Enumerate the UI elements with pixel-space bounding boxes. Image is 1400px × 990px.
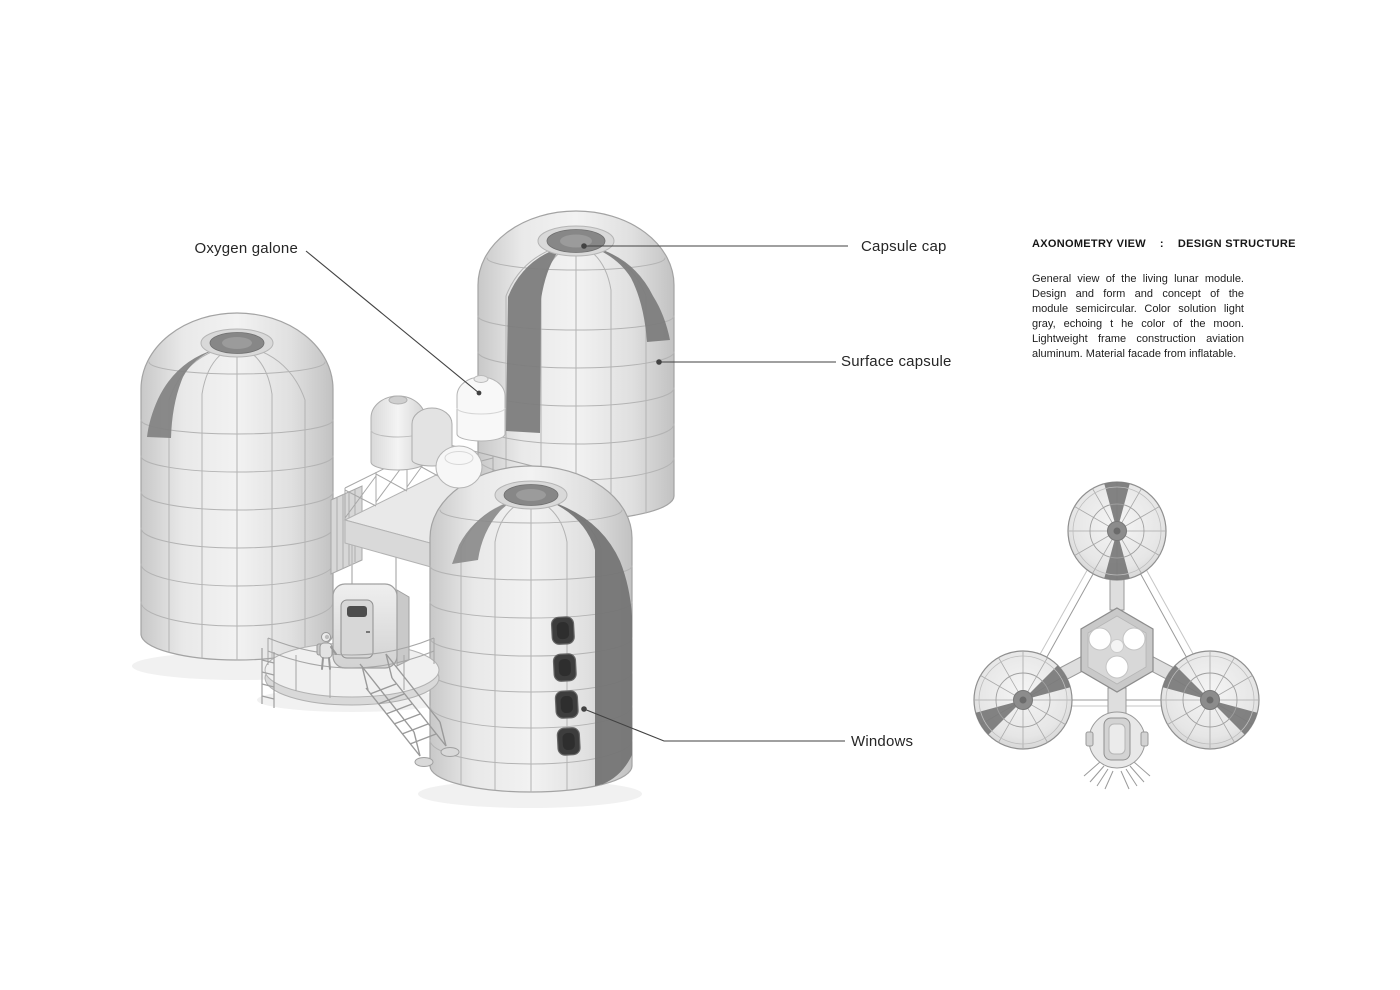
leader-oxygen-galone — [305, 250, 480, 394]
spherical-tank — [435, 445, 483, 489]
info-panel: AXONOMETRY VIEW : DESIGN STRUCTURE Gener… — [1032, 238, 1295, 362]
entry-stairs — [359, 653, 447, 757]
side-ladder — [261, 648, 275, 708]
callout-surface-capsule: Surface capsule — [841, 353, 952, 370]
oxygen-tanks — [370, 375, 506, 471]
plan-central-hub — [1080, 607, 1154, 693]
capsule-windows — [550, 616, 581, 756]
leader-windows — [583, 708, 845, 742]
info-heading: AXONOMETRY VIEW : DESIGN STRUCTURE — [1032, 238, 1295, 250]
leader-lines — [305, 243, 848, 742]
plan-capsule-top — [1067, 481, 1167, 581]
callout-capsule-cap: Capsule cap — [861, 238, 947, 255]
info-paragraph: General view of the living lunar module.… — [1032, 273, 1244, 360]
capsule-back-left — [140, 312, 334, 661]
plan-view — [973, 481, 1260, 790]
heading-view-label: AXONOMETRY VIEW — [1032, 238, 1146, 250]
airlock-module — [332, 583, 410, 669]
heading-separator: : — [1159, 238, 1164, 250]
astronaut-figure — [316, 632, 337, 670]
callout-windows: Windows — [851, 733, 914, 750]
plan-capsule-left — [973, 650, 1073, 750]
plan-airlock — [1083, 711, 1151, 790]
heading-structure-label: DESIGN STRUCTURE — [1177, 238, 1296, 250]
entry-assembly — [261, 583, 460, 767]
plan-stair-fans — [1083, 761, 1151, 790]
plan-capsule-right — [1160, 650, 1260, 750]
callout-oxygen-galone: Oxygen galone — [194, 240, 298, 257]
capsule-front — [429, 465, 633, 793]
